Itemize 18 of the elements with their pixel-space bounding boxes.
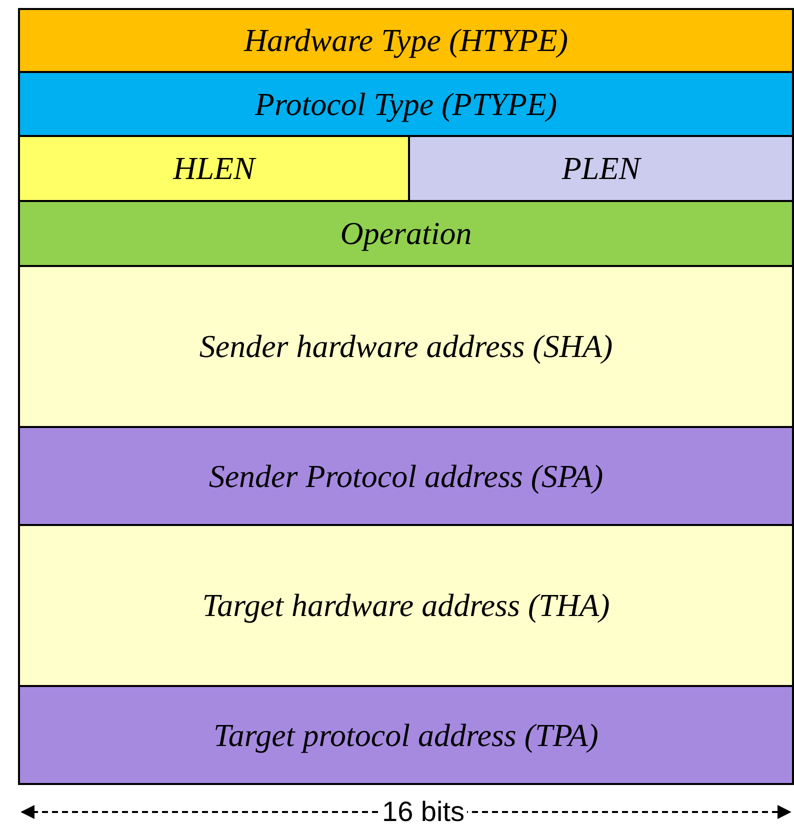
field-cell <box>18 71 794 137</box>
field-name: Sender hardware address (SHA) <box>199 328 613 365</box>
field-name: Sender Protocol address (SPA) <box>208 458 604 494</box>
field-cell <box>408 135 794 202</box>
field-cell <box>18 685 794 785</box>
field-name: HLEN <box>173 150 255 187</box>
field-name: Target protocol address (TPA) <box>214 716 598 754</box>
field-name: Protocol Type (PTYPE) <box>254 86 558 122</box>
field-name: Hardware Type (HTYPE) <box>244 22 568 59</box>
field-cell <box>18 135 410 202</box>
field-name: Operation <box>340 215 472 252</box>
field-name: PLEN <box>562 150 640 187</box>
field-name: Target hardware address (THA) <box>202 587 610 624</box>
field-cell <box>18 265 794 428</box>
field-cell <box>18 200 794 267</box>
field-cell <box>18 8 794 73</box>
field-cell <box>18 426 794 526</box>
field-cell <box>18 524 794 687</box>
